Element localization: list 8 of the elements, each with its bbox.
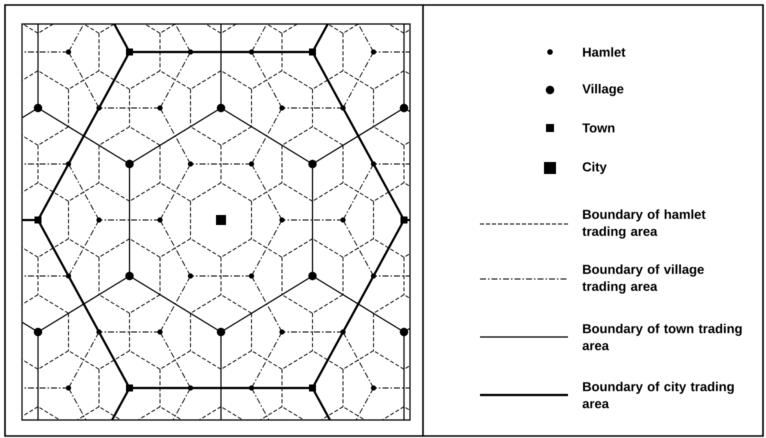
legend-label: Boundary of hamlet trading area [582, 209, 706, 239]
legend-label: Hamlet [583, 47, 626, 57]
legend-label: Boundary of city trading area [582, 382, 734, 408]
legend-label: Boundary of village trading area [582, 264, 704, 294]
legend-label: Village [582, 84, 624, 96]
legend-label: Boundary of town trading area [582, 324, 742, 350]
legend-label: City [582, 162, 607, 174]
legend-label: Town [582, 123, 614, 133]
